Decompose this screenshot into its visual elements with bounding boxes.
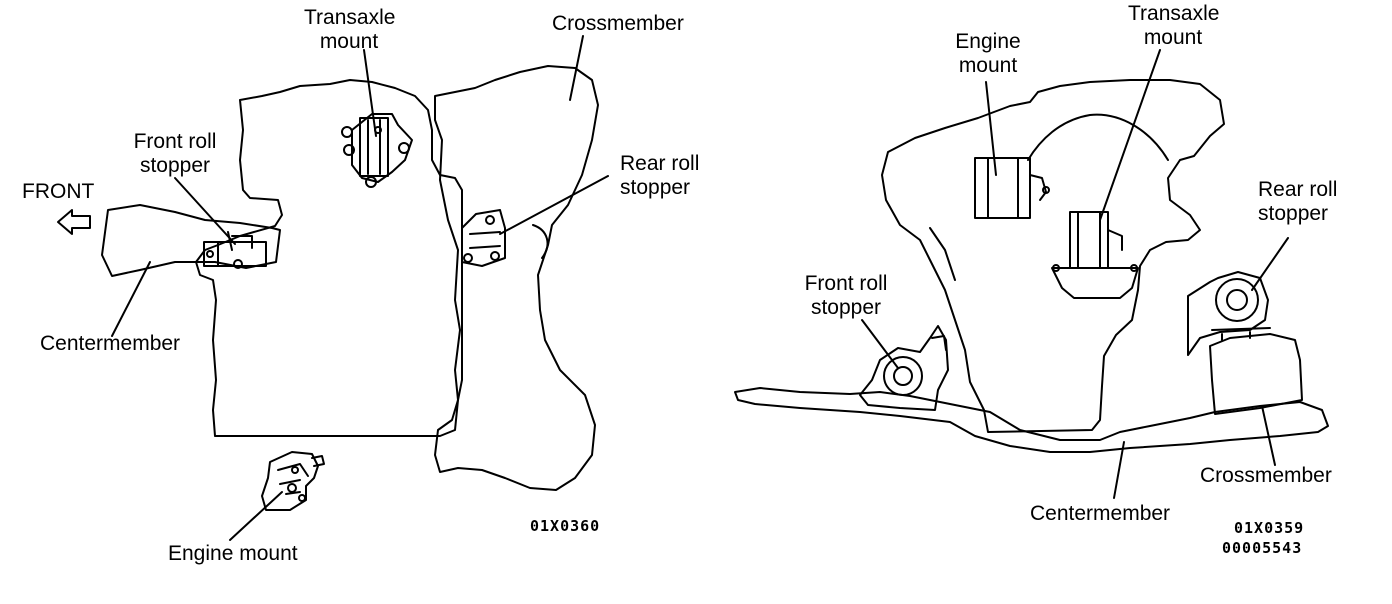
leader-r-centermember (1113, 441, 1125, 499)
left-diagram (57, 35, 609, 541)
label-left-front-roll-stopper-l1: Front roll (133, 130, 217, 153)
leader-r-rear-roll-stopper (1251, 237, 1289, 291)
label-left-front-roll-stopper-l2: stopper (139, 154, 211, 177)
leader-rear-roll-stopper (499, 175, 609, 235)
right-engine-mount (974, 157, 1050, 219)
label-right-code-1: 01X0359 (1234, 519, 1305, 537)
left-crossmember-shape (434, 65, 599, 491)
label-left-rear-roll-stopper-l1: Rear roll (620, 152, 700, 175)
label-left-transaxle-mount: Transaxle mount (304, 6, 396, 54)
label-left-transaxle-mount-l2: mount (319, 30, 379, 53)
left-transaxle-mount (341, 113, 413, 188)
front-arrow-icon (57, 209, 91, 235)
leader-transaxle-mount (363, 49, 377, 137)
leader-r-crossmember (1261, 405, 1276, 466)
label-left-transaxle-mount-l1: Transaxle (304, 6, 396, 29)
left-rear-roll-stopper (461, 209, 506, 267)
label-left-crossmember: Crossmember (552, 12, 684, 35)
right-front-roll-stopper (859, 325, 949, 411)
label-left-rear-roll-stopper: Rear roll stopper (620, 152, 699, 200)
leader-r-engine-mount (985, 81, 997, 176)
label-right-rear-roll-stopper-l2: stopper (1258, 202, 1329, 225)
label-right-rear-roll-stopper-l1: Rear roll (1258, 178, 1338, 201)
left-engine-mount (261, 451, 325, 511)
leader-engine-mount (229, 491, 283, 541)
label-right-front-roll-stopper: Front roll stopper (796, 272, 896, 320)
leader-centermember (111, 261, 151, 337)
leader-r-transaxle-mount (1099, 49, 1161, 221)
left-front-roll-stopper (203, 231, 267, 269)
label-right-transaxle-mount-l1: Transaxle (1128, 2, 1220, 25)
label-left-code: 01X0360 (530, 517, 601, 535)
label-right-centermember: Centermember (1030, 502, 1171, 525)
right-crossmember-tower (1209, 333, 1303, 415)
label-right-engine-mount: Engine mount (948, 30, 1028, 78)
label-right-transaxle-mount: Transaxle mount (1128, 2, 1220, 50)
label-right-transaxle-mount-l2: mount (1143, 26, 1203, 49)
label-left-rear-roll-stopper-l2: stopper (620, 176, 691, 199)
right-transaxle-mount (1051, 211, 1139, 299)
right-rear-roll-stopper (1187, 271, 1271, 356)
right-engine-outline (881, 79, 1225, 433)
right-engine-inner2 (929, 227, 956, 281)
left-engine-outline (195, 79, 463, 437)
label-right-engine-mount-l2: mount (958, 54, 1018, 77)
label-right-engine-mount-l1: Engine (955, 30, 1021, 53)
left-centermember-shape (101, 204, 281, 277)
label-right-code-2: 00005543 (1222, 539, 1303, 557)
leader-crossmember (569, 35, 584, 101)
label-front: FRONT (22, 180, 95, 203)
leader-front-roll-stopper (174, 177, 236, 245)
right-engine-inner (1027, 113, 1169, 161)
label-right-rear-roll-stopper: Rear roll stopper (1258, 178, 1337, 226)
label-left-centermember: Centermember (40, 332, 181, 355)
label-left-front-roll-stopper: Front roll stopper (127, 130, 223, 178)
label-right-crossmember: Crossmember (1200, 464, 1332, 487)
right-frame-rail (734, 387, 1329, 453)
right-diagram (734, 49, 1329, 499)
left-crossmember-edge (532, 224, 549, 259)
label-left-engine-mount: Engine mount (168, 542, 298, 565)
leader-r-front-roll-stopper (861, 319, 899, 369)
label-right-front-roll-stopper-l1: Front roll (804, 272, 888, 295)
label-right-front-roll-stopper-l2: stopper (810, 296, 882, 319)
